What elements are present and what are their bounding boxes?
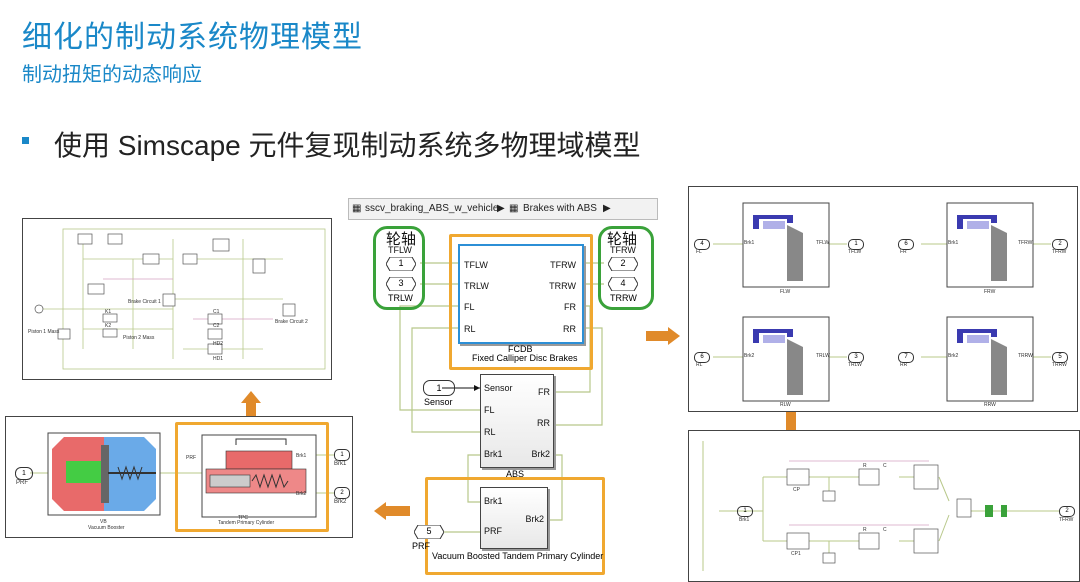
arrow-left-icon xyxy=(374,502,386,520)
port-3[interactable]: 3 xyxy=(386,277,416,291)
abs-block[interactable]: Sensor FL RL Brk1 FR RR Brk2 xyxy=(480,374,554,468)
brk1-inport-label: Brk1 xyxy=(739,517,750,523)
front-left-axle-group xyxy=(373,226,425,310)
fcdb-desc: Fixed Calliper Disc Brakes xyxy=(472,353,578,363)
model-icon: ▦ xyxy=(352,203,362,214)
axle-sub-left: TFLW xyxy=(388,245,412,255)
fcdb-highlight xyxy=(449,234,593,370)
booster-wires xyxy=(30,432,334,518)
axle-title-left: 轮轴 xyxy=(386,231,417,248)
hd1-label: HD1 xyxy=(213,356,224,362)
c-label-2: C xyxy=(883,527,887,533)
brk1-outport[interactable]: 1 xyxy=(334,449,350,461)
prf-port-label: PRF xyxy=(186,455,196,461)
sensor-inport[interactable]: 1 xyxy=(423,380,455,396)
port-5[interactable]: 5 xyxy=(414,525,444,539)
brk2-port-label: Brk2 xyxy=(296,491,307,497)
prf-inport-label: PRF xyxy=(16,480,28,486)
port-2[interactable]: 2 xyxy=(608,257,638,271)
c2-label: C2 xyxy=(213,323,220,329)
c-label-1: C xyxy=(883,463,887,469)
model-breadcrumb[interactable]: ▦ sscv_braking_ABS_w_vehicle ▶ ▦ Brakes … xyxy=(348,198,658,220)
wheel-brakes-graphics xyxy=(713,202,1051,402)
tpc-detail-wires xyxy=(34,228,326,370)
port-1[interactable]: 1 xyxy=(386,257,416,271)
tpc-detail-panel: Brake Circuit 1 Brake Circuit 2 Piston 1… xyxy=(22,218,332,380)
brk2-outport-label: Brk2 xyxy=(334,499,347,505)
bullet-marker xyxy=(22,137,29,144)
caliper-detail-panel: 1 Brk1 CP CP1 R C R C 2 TFRW xyxy=(688,430,1080,582)
tpc-desc: Tandem Primary Cylinder xyxy=(218,520,275,526)
brk2-outport[interactable]: 2 xyxy=(334,487,350,499)
breadcrumb-model[interactable]: sscv_braking_ABS_w_vehicle xyxy=(365,203,499,214)
abs-name: ABS xyxy=(506,469,525,479)
chevron-right-icon: ▶ xyxy=(603,203,611,214)
bullet-text: 使用 Simscape 元件复现制动系统多物理域模型 xyxy=(54,130,641,161)
caliper-detail-graphics xyxy=(702,441,1059,571)
brk1-port-label: Brk1 xyxy=(296,453,307,459)
k2-label: K2 xyxy=(105,323,112,329)
tpc-name: TPC xyxy=(238,515,248,521)
vbtpc-desc: Vacuum Boosted Tandem Primary Cylinder xyxy=(432,551,604,561)
fcdb-name: FCDB xyxy=(508,344,533,354)
chevron-right-icon: ▶ xyxy=(497,203,505,214)
cp-label: CP xyxy=(793,487,800,493)
breadcrumb-subsystem[interactable]: Brakes with ABS xyxy=(523,203,597,214)
prf-inport[interactable]: 1 xyxy=(15,467,33,480)
k1-label: K1 xyxy=(105,309,112,315)
vb-name: VB xyxy=(100,519,107,525)
tpc-highlight xyxy=(175,422,329,532)
tfrw-outport-label: TFRW xyxy=(1059,517,1074,523)
trrw-label: TRRW xyxy=(610,293,637,303)
subsystem-icon: ▦ xyxy=(509,203,519,214)
wheel-brakes-panel xyxy=(688,186,1078,412)
vbtpc-block[interactable]: Brk1 PRF Brk2 xyxy=(480,487,548,549)
slide-title: 细化的制动系统物理模型 xyxy=(22,21,363,54)
arrow-shaft-left xyxy=(386,506,410,516)
vacuum-booster-panel: 1 PRF VB Vacuum Booster PRF Brk1 Brk2 1 … xyxy=(5,416,353,538)
axle-title-right: 轮轴 xyxy=(607,231,638,248)
cp1-label: CP1 xyxy=(791,551,801,557)
arrow-shaft-up xyxy=(246,403,256,421)
c1-label: C1 xyxy=(213,309,220,315)
sensor-inport-label: Sensor xyxy=(424,397,453,407)
axle-sub-right: TFRW xyxy=(610,245,636,255)
arrow-shaft-right xyxy=(646,331,668,341)
fcdb-block[interactable]: TFLW TRLW FL RL TFRW TRRW FR RR xyxy=(458,244,584,344)
r-label-1: R xyxy=(863,463,867,469)
piston-2-mass-label: Piston 2 Mass xyxy=(123,335,155,341)
r-label-2: R xyxy=(863,527,867,533)
brk1-outport-label: Brk1 xyxy=(334,461,347,467)
brk1-inport[interactable]: 1 xyxy=(737,506,753,517)
brake-circuit-2-label: Brake Circuit 2 xyxy=(275,319,308,325)
slide-subtitle: 制动扭矩的动态响应 xyxy=(22,64,202,86)
vb-desc: Vacuum Booster xyxy=(88,525,125,531)
arrow-shaft-down xyxy=(786,410,796,430)
port-4[interactable]: 4 xyxy=(608,277,638,291)
prf-label: PRF xyxy=(412,541,430,551)
tfrw-outport[interactable]: 2 xyxy=(1059,506,1075,517)
front-right-axle-group xyxy=(598,226,654,310)
arrow-right-icon xyxy=(668,327,680,345)
brake-circuit-1-label: Brake Circuit 1 xyxy=(128,299,161,305)
arrow-up-icon xyxy=(241,391,261,403)
hd2-label: HD2 xyxy=(213,341,224,347)
trlw-label: TRLW xyxy=(388,293,413,303)
piston-1-mass-label: Piston 1 Mass xyxy=(28,329,60,335)
